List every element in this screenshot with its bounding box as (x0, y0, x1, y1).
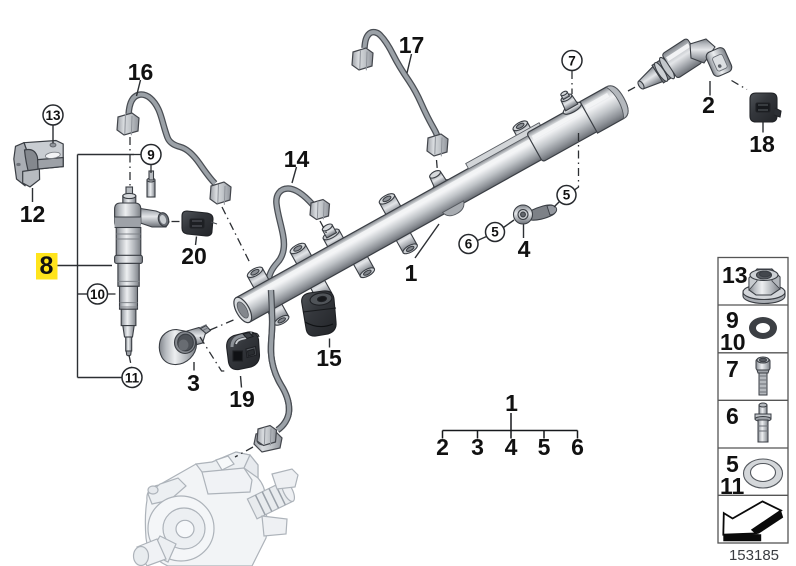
svg-text:5: 5 (726, 451, 739, 477)
svg-text:2: 2 (702, 92, 715, 118)
svg-text:20: 20 (181, 243, 207, 269)
svg-text:11: 11 (125, 370, 140, 385)
svg-text:4: 4 (505, 434, 518, 460)
svg-text:2: 2 (436, 434, 449, 460)
svg-text:7: 7 (726, 356, 739, 382)
svg-text:3: 3 (187, 370, 200, 396)
svg-text:8: 8 (40, 252, 54, 280)
svg-text:1: 1 (405, 260, 418, 286)
svg-text:3: 3 (471, 434, 484, 460)
svg-text:9: 9 (726, 307, 739, 333)
svg-text:12: 12 (20, 201, 46, 227)
svg-text:153185: 153185 (729, 547, 779, 564)
svg-text:10: 10 (720, 329, 746, 355)
svg-text:11: 11 (720, 473, 745, 499)
svg-text:6: 6 (465, 237, 473, 252)
svg-text:5: 5 (563, 188, 571, 203)
svg-text:9: 9 (147, 147, 155, 162)
svg-text:6: 6 (726, 403, 739, 429)
svg-text:7: 7 (568, 53, 576, 68)
svg-text:4: 4 (518, 236, 531, 262)
svg-text:14: 14 (284, 146, 310, 172)
svg-text:6: 6 (571, 434, 584, 460)
svg-text:5: 5 (491, 225, 499, 240)
svg-text:13: 13 (722, 262, 748, 288)
svg-text:17: 17 (399, 32, 425, 58)
svg-text:16: 16 (128, 59, 154, 85)
svg-text:19: 19 (229, 386, 255, 412)
svg-text:15: 15 (316, 345, 342, 371)
svg-text:13: 13 (45, 108, 61, 123)
svg-text:5: 5 (538, 434, 551, 460)
svg-text:18: 18 (749, 131, 775, 157)
svg-text:10: 10 (90, 287, 105, 302)
svg-text:1: 1 (505, 390, 518, 416)
